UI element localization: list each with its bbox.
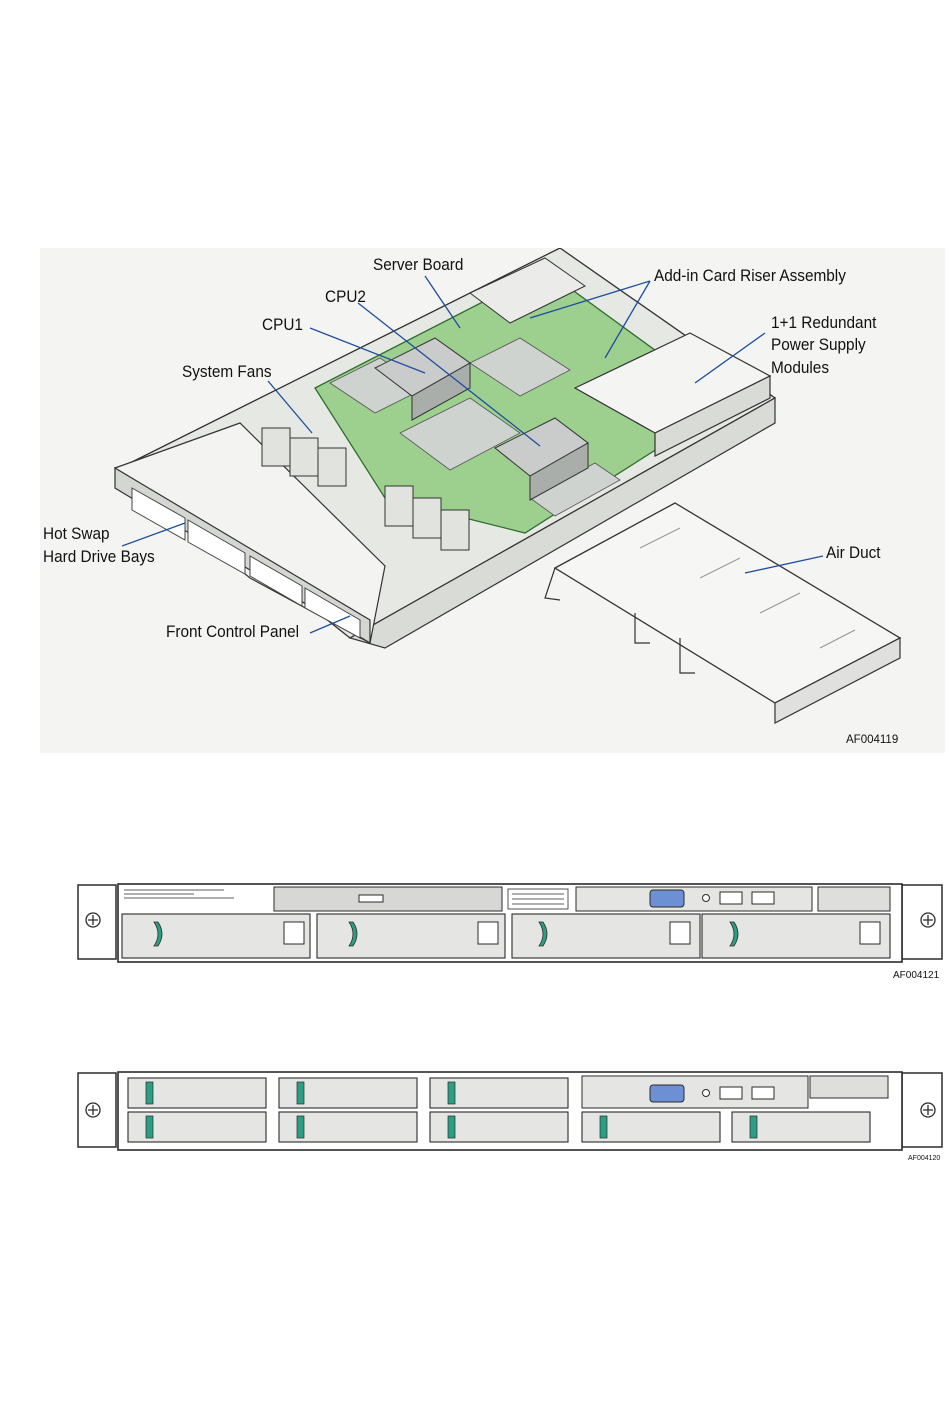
callout-front-control-panel: Front Control Panel [166, 621, 299, 643]
usb-indicator-icon [703, 1090, 710, 1097]
drive-bays-upper-row [128, 1078, 568, 1108]
callout-hdd-line2: Hard Drive Bays [43, 546, 155, 568]
usb-port-1-icon [720, 1087, 742, 1099]
callout-cpu2: CPU2 [325, 286, 366, 308]
callout-air-duct: Air Duct [826, 542, 881, 564]
callout-cpu1: CPU1 [262, 314, 303, 336]
usb-port-2-icon [752, 1087, 774, 1099]
front-panel-4-drive [76, 880, 946, 964]
control-panel-icon [810, 1076, 888, 1098]
vga-port-icon [650, 890, 684, 907]
optical-bay-slot [359, 895, 383, 902]
io-panel [576, 887, 890, 911]
callout-hdd-line1: Hot Swap [43, 523, 110, 545]
vent-top-mid [508, 889, 568, 909]
control-panel-icon [818, 887, 890, 911]
optical-bay-blank [274, 887, 502, 911]
usb-port-2-icon [752, 892, 774, 904]
usb-port-1-icon [720, 892, 742, 904]
usb-indicator-icon [703, 895, 710, 902]
vga-port-icon [650, 1085, 684, 1102]
air-duct [545, 503, 900, 723]
figure-1-id: AF004119 [846, 734, 898, 746]
figure-3-id: AF004120 [908, 1155, 940, 1162]
callout-psu-line3: Modules [771, 357, 829, 379]
drive-bays-lower-row [128, 1112, 870, 1142]
callout-psu-line1: 1+1 Redundant [771, 312, 876, 334]
front-panel-8-drive [76, 1068, 946, 1152]
callout-server-board: Server Board [373, 254, 463, 276]
callout-add-in-card-riser: Add-in Card Riser Assembly [654, 265, 846, 287]
system-components-figure: Server Board Add-in Card Riser Assembly … [40, 248, 945, 753]
callout-system-fans: System Fans [182, 361, 272, 383]
figure-2-id: AF004121 [893, 970, 939, 981]
callout-psu-line2: Power Supply [771, 334, 866, 356]
